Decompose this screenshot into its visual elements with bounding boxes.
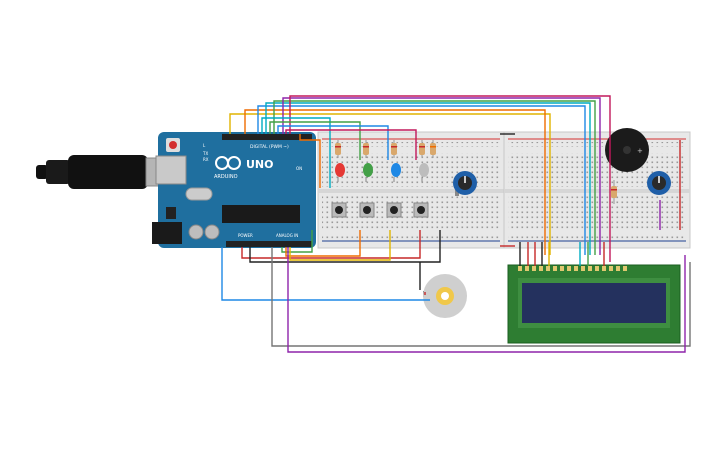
led-white[interactable]: [419, 163, 429, 182]
atmega-chip: [222, 205, 300, 223]
lcd-screen: [522, 283, 666, 323]
arduino-uno[interactable]: UNO ARDUINO DIGITAL (PWM ~) POWER ANALOG…: [152, 132, 316, 248]
wires: [221, 95, 691, 353]
resistors[interactable]: [335, 140, 617, 204]
on-led-label: ON: [296, 166, 302, 171]
led-green[interactable]: [363, 163, 373, 182]
potentiometer[interactable]: [647, 171, 671, 195]
power-analog-header[interactable]: [226, 241, 312, 247]
resistor[interactable]: [335, 140, 341, 158]
resistor[interactable]: [363, 140, 369, 158]
power-label: POWER: [238, 233, 253, 238]
pushbutton[interactable]: [331, 202, 347, 218]
potentiometer[interactable]: [453, 171, 477, 196]
l-led-label: L: [203, 143, 206, 148]
usb-cable[interactable]: [36, 155, 177, 189]
rx-label: RX: [203, 157, 209, 162]
digital-label: DIGITAL (PWM ~): [250, 144, 289, 150]
digital-header[interactable]: [222, 134, 312, 140]
led-red[interactable]: [335, 163, 345, 182]
pushbutton[interactable]: [359, 202, 375, 218]
model-label: UNO: [246, 158, 274, 171]
pushbutton[interactable]: [386, 202, 402, 218]
resistor[interactable]: [419, 140, 425, 158]
svg-text:+: +: [637, 147, 643, 155]
led-blue[interactable]: [391, 163, 401, 182]
resistor[interactable]: [391, 140, 397, 158]
lcd-16x2[interactable]: [507, 264, 681, 344]
analog-label: ANALOG IN: [276, 233, 298, 238]
resistor[interactable]: [611, 180, 617, 204]
piezo-buzzer[interactable]: +: [605, 128, 649, 172]
breadboard-left[interactable]: [317, 131, 505, 249]
dc-motor[interactable]: [423, 274, 467, 318]
tx-label: TX: [202, 151, 208, 156]
resistor[interactable]: [430, 140, 436, 158]
brand-label: ARDUINO: [214, 174, 238, 180]
pushbutton[interactable]: [413, 202, 429, 218]
